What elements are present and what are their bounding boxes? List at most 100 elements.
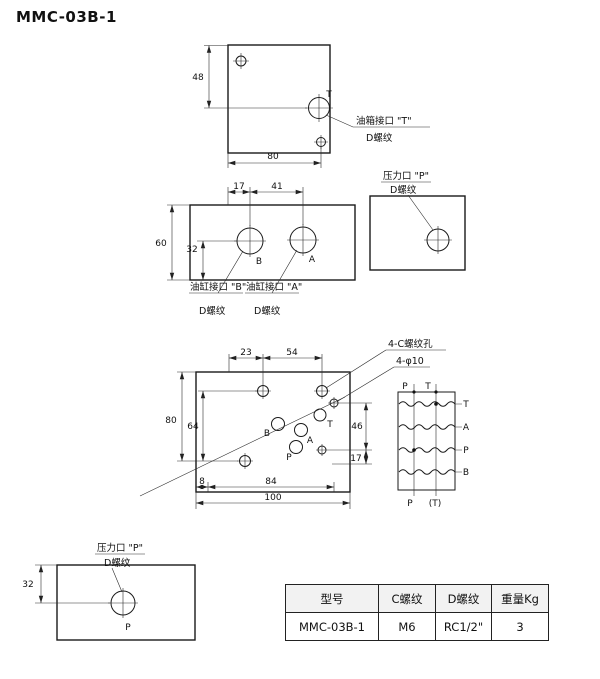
spec-table: 型号 C螺纹 D螺纹 重量Kg MMC-03B-1 M6 RC1/2" 3: [285, 584, 549, 641]
crosshair-mark: [314, 383, 330, 399]
crosshair-mark: [233, 53, 249, 69]
crosshair-mark: [328, 397, 340, 409]
thread-callout: D螺纹: [254, 305, 281, 317]
leader-port-a: [245, 249, 299, 294]
port-a-label: A: [309, 255, 316, 265]
table-row: MMC-03B-1 M6 RC1/2" 3: [285, 612, 549, 641]
port-p-hole: [289, 440, 303, 454]
dim-80: 80: [267, 152, 279, 162]
thread-callout: D螺纹: [390, 184, 417, 196]
crosshair-mark: [234, 225, 266, 257]
junction-dot: [434, 402, 438, 406]
dim-60: 60: [155, 239, 167, 249]
mounting-view: B A T P 23 54 80 64 46 17 8 84 100 4-C螺纹…: [139, 338, 446, 509]
dim-54: 54: [286, 348, 298, 358]
leader-phi-holes: [337, 366, 430, 402]
port-t-label: T: [326, 420, 333, 430]
cyl-port-b-callout: 油缸接口 "B": [190, 281, 246, 293]
symbol-top-p-label: P: [402, 382, 408, 392]
hydraulic-symbol: P T T A P B P (T): [397, 382, 470, 509]
dim-80: 80: [165, 416, 177, 426]
phi-holes-callout: 4-φ10: [396, 356, 424, 367]
leader-port-b: [189, 250, 244, 294]
drawing-title: MMC-03B-1: [16, 8, 117, 26]
pressure-port-callout: 压力口 "P": [97, 542, 143, 554]
leader-pressure-port: [407, 194, 434, 231]
dim-32: 32: [186, 245, 197, 255]
header-model: 型号: [285, 584, 379, 613]
crosshair-mark: [237, 453, 253, 469]
symbol-top-t-label: T: [424, 382, 431, 392]
extension-lines: [35, 564, 110, 604]
dim-84: 84: [265, 477, 277, 487]
port-a-hole: [294, 423, 308, 437]
channel-wave-b: [398, 469, 456, 475]
block-outline: [227, 44, 331, 154]
crosshair-mark: [108, 588, 138, 618]
symbol-port-t-label: T: [462, 400, 469, 410]
table-header-row: 型号 C螺纹 D螺纹 重量Kg: [285, 584, 549, 613]
leader-thread-holes: [325, 349, 446, 389]
dim-100: 100: [264, 493, 281, 503]
channel-wave-t: [398, 401, 456, 407]
top-view: T 48 80 油箱接口 "T" D螺纹: [192, 44, 430, 168]
dim-32: 32: [22, 580, 33, 590]
crosshair-mark: [305, 94, 333, 122]
crosshair-mark: [424, 226, 452, 254]
cell-model: MMC-03B-1: [285, 612, 379, 641]
port-t-label: T: [325, 90, 332, 100]
junction-dot: [412, 390, 416, 394]
spec-table-grid: 型号 C螺纹 D螺纹 重量Kg MMC-03B-1 M6 RC1/2" 3: [285, 584, 549, 641]
cyl-port-a-callout: 油缸接口 "A": [246, 281, 302, 293]
dim-23: 23: [240, 348, 251, 358]
dim-17: 17: [350, 454, 361, 464]
symbol-port-a-label: A: [463, 423, 470, 433]
crosshair-mark: [287, 224, 319, 256]
dim-48: 48: [192, 73, 204, 83]
pressure-port-callout: 压力口 "P": [383, 170, 429, 182]
channel-lines: [413, 384, 437, 496]
port-b-hole: [271, 417, 285, 431]
cell-d-thread: RC1/2": [435, 612, 492, 641]
thread-callout: D螺纹: [199, 305, 226, 317]
dim-46: 46: [351, 422, 363, 432]
front-view: B A 17 41 60 32 油缸接口 "B" D螺纹 油缸接口 "A" D螺…: [155, 182, 356, 317]
channel-wave-a: [398, 424, 456, 430]
junction-dot: [412, 448, 416, 452]
header-weight: 重量Kg: [491, 584, 549, 613]
crosshair-mark: [316, 444, 328, 456]
thread-callout: D螺纹: [366, 132, 393, 144]
block-outline: [189, 204, 356, 281]
port-t-hole: [313, 408, 327, 422]
dim-64: 64: [187, 422, 199, 432]
dim-41: 41: [271, 182, 282, 192]
block-outline: [56, 564, 196, 641]
bottom-view: P 32 压力口 "P" D螺纹: [22, 542, 196, 641]
thread-callout: D螺纹: [104, 557, 131, 569]
symbol-bottom-p-label: P: [407, 499, 413, 509]
channel-wave-p: [398, 447, 456, 453]
side-view: 压力口 "P" D螺纹: [369, 170, 466, 271]
section-diagonal-line: [139, 396, 346, 497]
thread-holes-callout: 4-C螺纹孔: [388, 338, 433, 350]
port-p-label: P: [286, 453, 292, 463]
extension-lines: [204, 45, 322, 168]
header-c-thread: C螺纹: [378, 584, 436, 613]
dim-17: 17: [233, 182, 244, 192]
symbol-port-b-label: B: [463, 468, 469, 478]
crosshair-mark: [255, 383, 271, 399]
port-p-label: P: [125, 623, 131, 633]
port-b-label: B: [256, 257, 262, 267]
symbol-frame: [397, 391, 456, 491]
port-a-label: A: [307, 436, 314, 446]
block-outline: [369, 195, 466, 271]
crosshair-mark: [314, 135, 328, 149]
header-d-thread: D螺纹: [435, 584, 492, 613]
symbol-bottom-t-label: (T): [429, 499, 442, 509]
cell-c-thread: M6: [378, 612, 436, 641]
extension-lines: [167, 187, 304, 281]
junction-dot: [434, 390, 438, 394]
cell-weight: 3: [491, 612, 549, 641]
